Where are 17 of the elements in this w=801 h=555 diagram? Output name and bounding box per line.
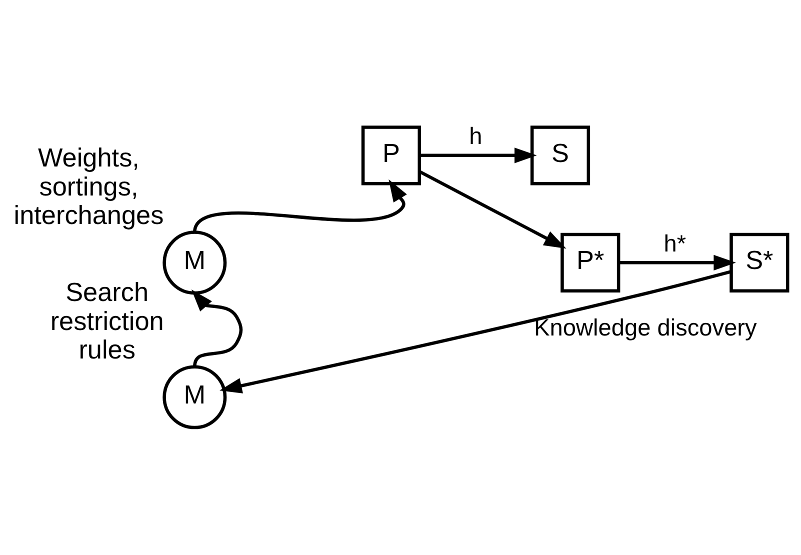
arrow	[618, 254, 736, 270]
arrow	[191, 289, 243, 367]
node-box: S	[530, 126, 590, 186]
node-circle: M	[162, 230, 227, 295]
node-circle: M	[162, 365, 227, 430]
node-box: S*	[730, 232, 790, 292]
node-box: P*	[560, 232, 620, 292]
node-label: Search restriction rules	[50, 277, 164, 365]
arrow	[420, 148, 537, 164]
node-label: Weights, sortings, interchanges	[14, 142, 164, 230]
arrow	[419, 170, 566, 249]
arrow	[220, 270, 732, 394]
node-box: P	[361, 126, 422, 186]
edge-label: h	[469, 123, 482, 150]
edge-label: h*	[664, 230, 686, 256]
edge-label: Knowledge discovery	[534, 314, 757, 341]
arrow	[193, 179, 407, 233]
